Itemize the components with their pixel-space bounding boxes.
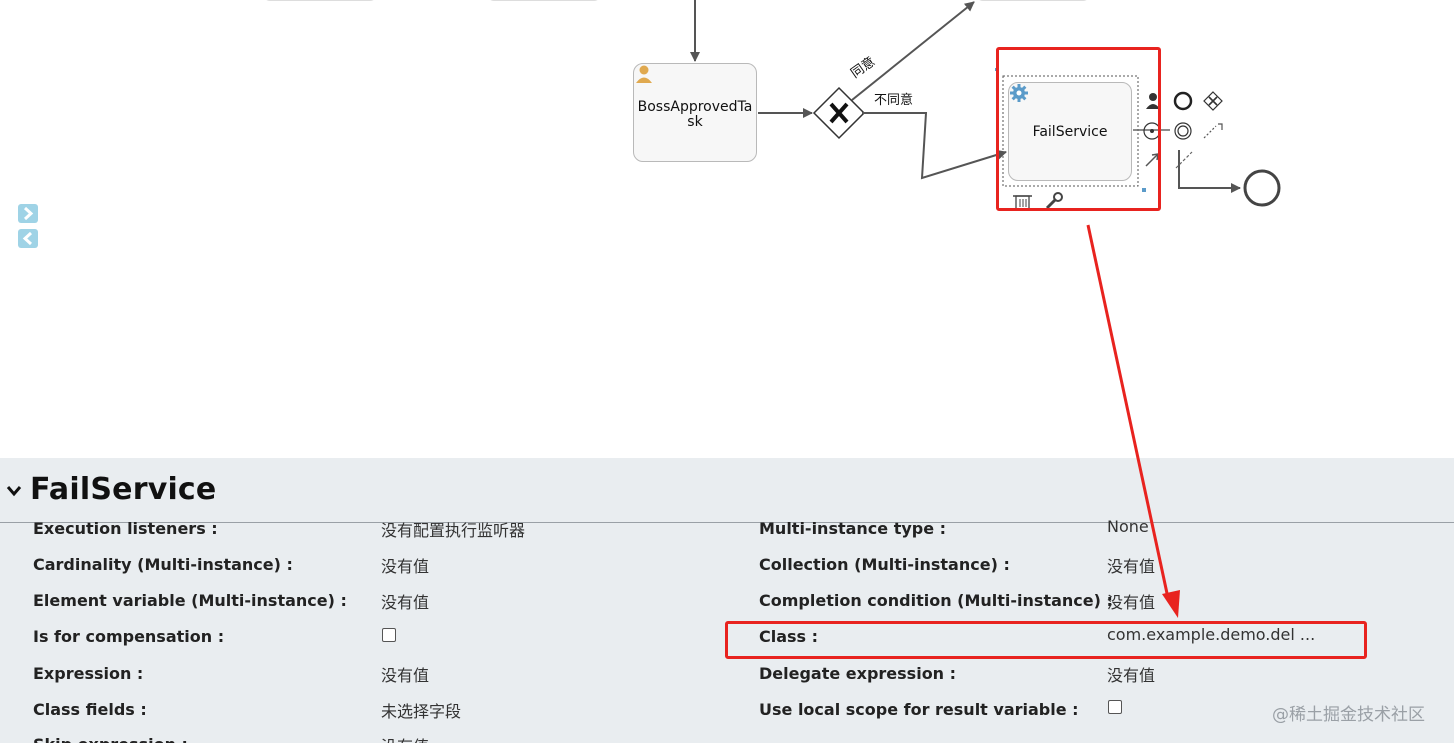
prop-value-element-variable[interactable]: 没有值 bbox=[381, 593, 430, 612]
prop-label-use-local-scope: Use local scope for result variable : bbox=[759, 700, 1079, 719]
prop-value-skip-expression[interactable]: 没有值 bbox=[381, 733, 429, 743]
flow-connectors bbox=[266, 0, 1281, 210]
prop-label-delegate-expression: Delegate expression : bbox=[759, 664, 957, 683]
service-task-fail[interactable]: FailService bbox=[1008, 82, 1132, 181]
prop-label-completion-condition: Completion condition (Multi-instance) : bbox=[759, 591, 1113, 610]
process-canvas[interactable]: BossApprovedTask FailService 同意 不同意 bbox=[0, 0, 1454, 458]
end-event[interactable] bbox=[1243, 169, 1281, 207]
prop-label-expression: Expression : bbox=[33, 664, 144, 683]
is-for-compensation-checkbox[interactable] bbox=[382, 628, 396, 642]
chevron-down-icon[interactable] bbox=[6, 484, 22, 498]
prop-value-expression[interactable]: 没有值 bbox=[381, 666, 430, 685]
properties-header[interactable]: FailService bbox=[0, 458, 1454, 523]
expand-panel-button[interactable] bbox=[18, 204, 38, 223]
palette-intermediate-event-icon[interactable] bbox=[1143, 122, 1161, 140]
prop-label-collection: Collection (Multi-instance) : bbox=[759, 555, 1010, 574]
watermark: @稀土掘金技术社区 bbox=[1272, 705, 1425, 725]
boss-task-label: BossApprovedTask bbox=[637, 98, 753, 130]
use-local-scope-checkbox[interactable] bbox=[1108, 700, 1122, 714]
sequence-flow-agree[interactable] bbox=[851, 1, 975, 101]
prop-value-completion-condition[interactable]: 没有值 bbox=[1107, 593, 1156, 612]
palette-end-event-icon[interactable] bbox=[1173, 91, 1193, 111]
prop-value-delegate-expression[interactable]: 没有值 bbox=[1107, 666, 1156, 685]
user-task-boss-approved[interactable]: BossApprovedTask bbox=[633, 63, 757, 162]
sequence-flow-disagree[interactable] bbox=[862, 112, 1007, 180]
prop-value-multi-instance-type[interactable]: None bbox=[1107, 517, 1149, 536]
prop-value-class[interactable]: com.example.demo.del ... bbox=[1107, 625, 1316, 644]
palette-association-icon[interactable] bbox=[1203, 123, 1223, 139]
prop-label-class: Class : bbox=[759, 627, 819, 646]
prop-value-collection[interactable]: 没有值 bbox=[1107, 557, 1156, 576]
properties-panel: FailService Execution listeners : 没有配置执行… bbox=[0, 458, 1454, 743]
prop-value-execution-listeners[interactable]: 没有配置执行监听器 bbox=[381, 521, 526, 540]
fail-task-label: FailService bbox=[1032, 123, 1108, 140]
prop-label-cardinality: Cardinality (Multi-instance) : bbox=[33, 555, 293, 574]
properties-title: FailService bbox=[30, 472, 217, 507]
prop-label-element-variable: Element variable (Multi-instance) : bbox=[33, 591, 347, 610]
prop-label-execution-listeners: Execution listeners : bbox=[33, 519, 218, 538]
palette-boundary-event-icon[interactable] bbox=[1174, 122, 1192, 140]
delete-icon[interactable] bbox=[1013, 195, 1032, 210]
user-icon bbox=[636, 65, 652, 83]
prop-value-cardinality[interactable]: 没有值 bbox=[381, 557, 430, 576]
chevron-left-icon bbox=[22, 231, 33, 246]
palette-gateway-icon[interactable] bbox=[1203, 91, 1223, 111]
palette-user-task-icon[interactable] bbox=[1146, 93, 1160, 109]
exclusive-gateway[interactable] bbox=[812, 86, 866, 140]
flow-label-disagree: 不同意 bbox=[874, 93, 914, 108]
prop-label-is-for-compensation: Is for compensation : bbox=[33, 627, 225, 646]
prop-label-class-fields: Class fields : bbox=[33, 700, 147, 719]
palette-connect-arrow-icon[interactable] bbox=[1145, 153, 1159, 167]
resize-handle-top[interactable] bbox=[995, 68, 998, 71]
chevron-right-icon bbox=[23, 206, 34, 221]
prop-value-class-fields[interactable]: 未选择字段 bbox=[381, 702, 462, 721]
sequence-flow-to-end[interactable] bbox=[1178, 150, 1241, 193]
palette-annotation-icon[interactable] bbox=[1175, 151, 1193, 169]
prop-label-skip-expression: Skip expression : bbox=[33, 735, 188, 743]
selection-outline bbox=[1002, 75, 1139, 187]
gear-icon bbox=[1010, 84, 1028, 102]
resize-handle[interactable] bbox=[1142, 188, 1146, 192]
gateway-x-icon bbox=[829, 102, 849, 124]
prop-label-multi-instance-type: Multi-instance type : bbox=[759, 519, 947, 538]
collapse-panel-button[interactable] bbox=[18, 229, 38, 248]
wrench-icon[interactable] bbox=[1045, 192, 1063, 210]
